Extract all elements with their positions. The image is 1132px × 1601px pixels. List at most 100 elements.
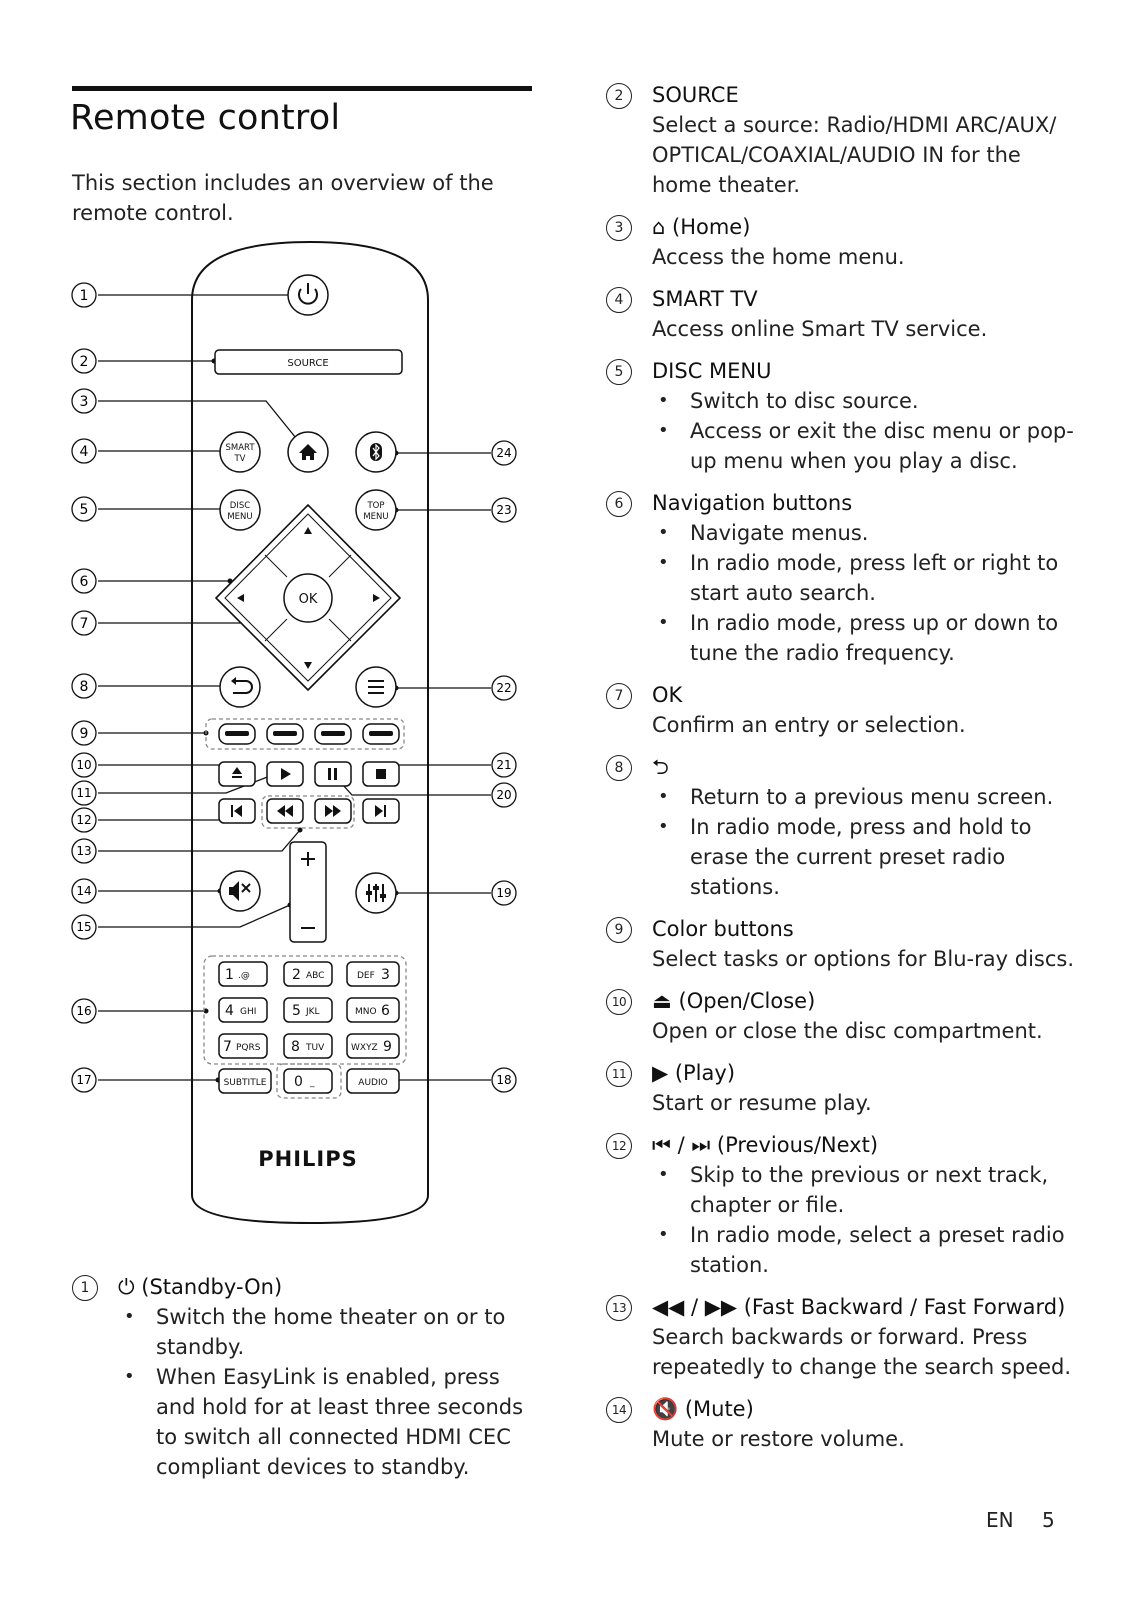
callout-20: 20 bbox=[491, 782, 517, 808]
item-number: 11 bbox=[606, 1061, 632, 1087]
svg-text:ABC: ABC bbox=[306, 971, 324, 981]
svg-text:TV: TV bbox=[233, 454, 245, 464]
bluetooth-icon bbox=[372, 443, 380, 461]
svg-text:0: 0 bbox=[294, 1074, 303, 1090]
top-menu-button[interactable]: TOP MENU bbox=[355, 489, 397, 531]
next-button[interactable] bbox=[362, 798, 400, 824]
power-button[interactable] bbox=[287, 274, 329, 316]
bullet: Switch the home theater on or to standby… bbox=[118, 1302, 532, 1362]
key-5[interactable]: 5 JKL bbox=[283, 997, 333, 1023]
description-item-4: 4 SMART TV Access online Smart TV servic… bbox=[606, 284, 1076, 344]
svg-text:17: 17 bbox=[76, 1073, 91, 1087]
item-body: Access the home menu. bbox=[652, 245, 905, 269]
callout-7: 7 bbox=[71, 610, 97, 636]
mute-button[interactable] bbox=[219, 870, 261, 912]
svg-text:19: 19 bbox=[496, 886, 511, 900]
svg-text:12: 12 bbox=[76, 813, 91, 827]
svg-text:8: 8 bbox=[80, 679, 89, 695]
bluetooth-button[interactable] bbox=[355, 431, 397, 473]
source-button[interactable]: SOURCE bbox=[214, 349, 403, 375]
previous-icon bbox=[234, 805, 242, 817]
item-number: 5 bbox=[606, 359, 632, 385]
bullet: Return to a previous menu screen. bbox=[652, 782, 1076, 812]
item-heading: ⏏ (Open/Close) bbox=[652, 989, 816, 1013]
svg-text:4: 4 bbox=[225, 1003, 234, 1019]
svg-text:6: 6 bbox=[80, 574, 89, 590]
svg-text:.@: .@ bbox=[238, 971, 250, 981]
description-item-2: 2 SOURCE Select a source: Radio/HDMI ARC… bbox=[606, 80, 1076, 200]
svg-text:TUV: TUV bbox=[305, 1043, 325, 1053]
stop-button[interactable] bbox=[362, 761, 400, 787]
svg-text:2: 2 bbox=[80, 354, 89, 370]
item-heading: ⏮ / ⏭ (Previous/Next) bbox=[652, 1133, 879, 1157]
key-1[interactable]: 1 .@ bbox=[218, 961, 268, 987]
sound-settings-button[interactable] bbox=[355, 872, 397, 914]
color-button-1[interactable] bbox=[218, 723, 256, 745]
next-icon bbox=[375, 805, 383, 817]
svg-text:DISC: DISC bbox=[230, 501, 250, 511]
back-icon bbox=[233, 680, 253, 694]
previous-button[interactable] bbox=[218, 798, 256, 824]
callout-11: 11 bbox=[71, 780, 97, 806]
audio-button[interactable]: AUDIO bbox=[346, 1068, 400, 1094]
fast-backward-button[interactable] bbox=[266, 798, 304, 824]
color-button-2[interactable] bbox=[266, 723, 304, 745]
color-button-3[interactable] bbox=[314, 723, 352, 745]
options-button[interactable] bbox=[355, 666, 397, 708]
callout-12: 12 bbox=[71, 807, 97, 833]
smart-tv-button[interactable]: SMART TV bbox=[219, 431, 261, 473]
item-heading: ◀◀ / ▶▶ (Fast Backward / Fast Forward) bbox=[652, 1295, 1066, 1319]
callout-18: 18 bbox=[491, 1067, 517, 1093]
item-body: Select a source: Radio/HDMI ARC/AUX/ OPT… bbox=[652, 113, 1057, 197]
svg-text:4: 4 bbox=[80, 444, 89, 460]
key-0[interactable]: 0_ bbox=[283, 1068, 333, 1094]
svg-text:6: 6 bbox=[381, 1003, 390, 1019]
disc-menu-button[interactable]: DISC MENU bbox=[219, 489, 261, 531]
bullet: When EasyLink is enabled, press and hold… bbox=[118, 1362, 532, 1482]
item-heading: ⌂ (Home) bbox=[652, 215, 751, 239]
description-item-10: 10 ⏏ (Open/Close) Open or close the disc… bbox=[606, 986, 1076, 1046]
rewind-icon bbox=[277, 805, 285, 817]
svg-text:MENU: MENU bbox=[227, 512, 252, 522]
svg-text:JKL: JKL bbox=[305, 1007, 320, 1017]
eject-button[interactable] bbox=[218, 761, 256, 787]
subtitle-button[interactable]: SUBTITLE bbox=[218, 1068, 272, 1094]
svg-text:5: 5 bbox=[292, 1003, 301, 1019]
key-6[interactable]: MNO 6 bbox=[346, 997, 400, 1023]
back-button[interactable] bbox=[219, 666, 261, 708]
svg-text:AUDIO: AUDIO bbox=[358, 1078, 387, 1088]
pause-button[interactable] bbox=[314, 761, 352, 787]
svg-text:13: 13 bbox=[76, 844, 91, 858]
item-number: 3 bbox=[606, 215, 632, 241]
description-item-7: 7 OK Confirm an entry or selection. bbox=[606, 680, 1076, 740]
svg-text:MNO: MNO bbox=[355, 1007, 377, 1017]
callout-6: 6 bbox=[71, 568, 97, 594]
brand-logo: PHILIPS bbox=[258, 1147, 358, 1171]
svg-text:1: 1 bbox=[225, 967, 234, 983]
description-item-12: 12 ⏮ / ⏭ (Previous/Next) Skip to the pre… bbox=[606, 1130, 1076, 1280]
key-4[interactable]: 4 GHI bbox=[218, 997, 268, 1023]
ok-button[interactable]: OK bbox=[283, 573, 333, 623]
item-number: 10 bbox=[606, 989, 632, 1015]
item-heading: Color buttons bbox=[652, 917, 794, 941]
color-button-4[interactable] bbox=[362, 723, 400, 745]
callout-14: 14 bbox=[71, 878, 97, 904]
remote-control-illustration: 1 2 3 4 5 6 7 8 9 10 11 12 13 14 15 16 1… bbox=[71, 240, 517, 1225]
volume-rocker[interactable] bbox=[289, 841, 327, 943]
back-icon-heading: ⮌ bbox=[652, 755, 669, 779]
svg-text:7: 7 bbox=[80, 616, 89, 632]
callout-24: 24 bbox=[491, 440, 517, 466]
svg-text:9: 9 bbox=[80, 726, 89, 742]
play-button[interactable] bbox=[266, 761, 304, 787]
item-body: Start or resume play. bbox=[652, 1091, 872, 1115]
home-button[interactable] bbox=[287, 431, 329, 473]
fast-forward-button[interactable] bbox=[314, 798, 352, 824]
svg-text:GHI: GHI bbox=[240, 1007, 256, 1017]
callout-22: 22 bbox=[491, 675, 517, 701]
item-heading: Navigation buttons bbox=[652, 491, 853, 515]
